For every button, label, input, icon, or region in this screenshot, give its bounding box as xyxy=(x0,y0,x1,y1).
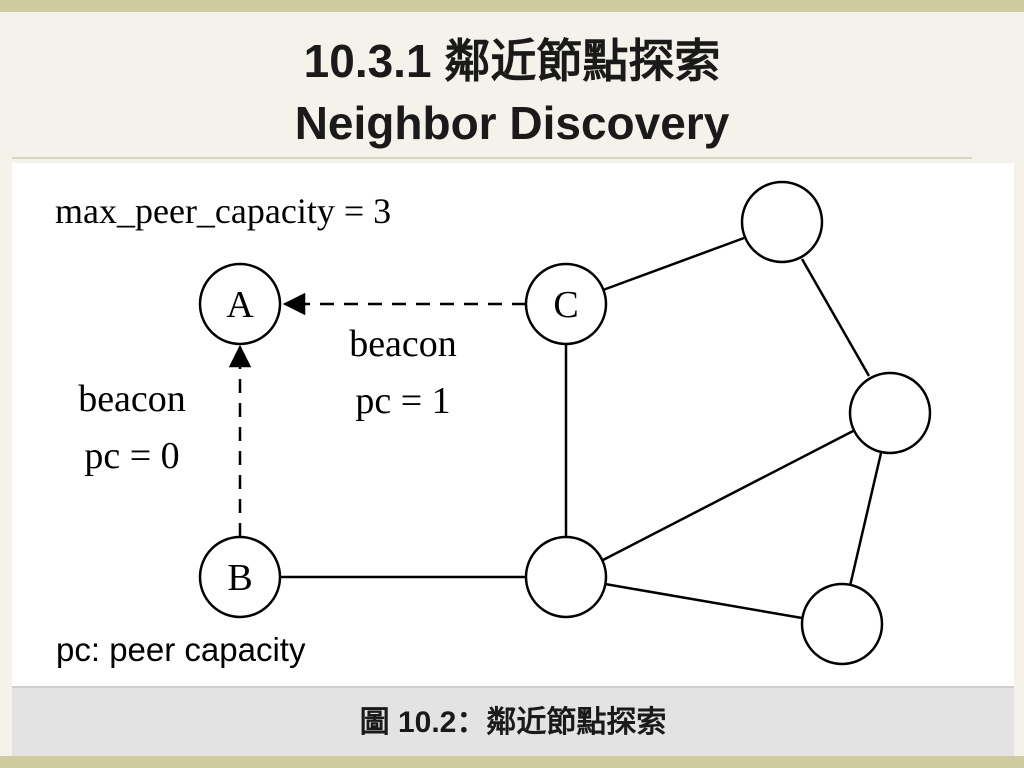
edge-d-f xyxy=(602,428,856,562)
title-line-chinese: 10.3.1 鄰近節點探索 xyxy=(303,35,721,87)
node-d xyxy=(524,535,608,619)
node-e xyxy=(740,180,824,264)
figure-caption: 圖 10.2：鄰近節點探索 xyxy=(12,686,1014,758)
beacon-c-pc: pc = 1 xyxy=(355,380,450,422)
max-peer-capacity-label: max_peer_capacity = 3 xyxy=(55,191,391,231)
edge-c-e xyxy=(602,236,745,292)
peer-capacity-note: pc: peer capacity xyxy=(56,631,306,668)
beacon-b-label: beacon xyxy=(78,378,186,420)
title-divider xyxy=(12,157,972,159)
node-c: C xyxy=(524,262,608,346)
node-a-label: A xyxy=(226,284,254,326)
edge-e-f xyxy=(800,258,871,377)
edge-d-g xyxy=(604,582,803,620)
top-decor-band xyxy=(0,0,1024,12)
bottom-decor-band xyxy=(0,756,1024,768)
edge-f-g xyxy=(848,452,883,587)
node-b-label: B xyxy=(227,557,252,599)
node-a: A xyxy=(198,262,282,346)
beacon-c-label: beacon xyxy=(349,323,457,365)
beacon-b-pc: pc = 0 xyxy=(84,435,179,477)
node-f xyxy=(848,371,932,455)
slide-title: 10.3.1 鄰近節點探索 Neighbor Discovery xyxy=(0,30,1024,154)
title-line-english: Neighbor Discovery xyxy=(294,97,730,149)
node-c-label: C xyxy=(553,284,578,326)
node-g xyxy=(800,582,884,666)
node-b: B xyxy=(198,535,282,619)
